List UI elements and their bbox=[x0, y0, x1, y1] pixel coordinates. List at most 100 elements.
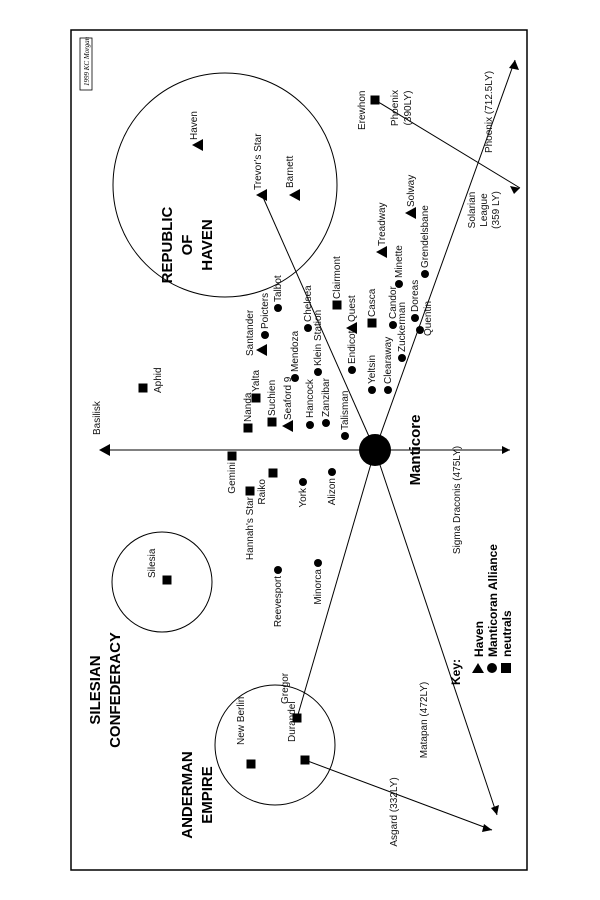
zuckerman-label: Zuckerman bbox=[397, 302, 408, 352]
treadway-marker bbox=[376, 246, 387, 258]
arrow-sigma bbox=[502, 446, 510, 454]
anderman-region-circle bbox=[214, 684, 336, 806]
key-haven-icon bbox=[472, 663, 484, 673]
hannah-s-star-marker bbox=[245, 486, 255, 496]
doreas-marker bbox=[411, 314, 419, 322]
silesia-marker bbox=[162, 575, 172, 585]
route-phoenix-short-label-1: (390LY) bbox=[403, 91, 414, 126]
region-silesia-label-0: SILESIAN bbox=[87, 655, 104, 724]
santander-label: Santander bbox=[245, 309, 256, 356]
route-asgard-label: Asgard (332LY) bbox=[389, 777, 400, 846]
hannah-s-star-label: Hannah's Star bbox=[245, 496, 256, 560]
region-anderman-label-0: ANDERMAN bbox=[179, 751, 196, 839]
candor-label: Candor bbox=[388, 286, 399, 319]
hancock-marker bbox=[306, 421, 314, 429]
manticore-hub-marker bbox=[359, 434, 391, 466]
aphid-marker bbox=[138, 383, 148, 393]
new-berlin-label: New Berlin bbox=[236, 697, 247, 745]
new-berlin-marker bbox=[246, 759, 256, 769]
chelsea-marker bbox=[304, 324, 312, 332]
klein-station-marker bbox=[314, 368, 322, 376]
doreas-label: Doreas bbox=[410, 280, 421, 312]
yeltsin-marker bbox=[368, 386, 376, 394]
arrow-matapan bbox=[491, 805, 499, 815]
route-gregor-line bbox=[296, 449, 376, 719]
endicot-label: Endicot bbox=[347, 330, 358, 364]
route-phoenix-label: Phoenix (712.5LY) bbox=[484, 71, 495, 153]
erewhon-label: Erewhon bbox=[357, 91, 368, 130]
yalta-label: Yalta bbox=[251, 370, 262, 392]
route-solarian-label-1: League bbox=[479, 193, 490, 227]
haven-label: Haven bbox=[189, 111, 200, 140]
barnett-marker bbox=[289, 189, 300, 201]
route-matapan-label: Matapan (472LY) bbox=[419, 682, 430, 759]
route-basilisk-label: Basilisk bbox=[92, 400, 103, 435]
solway-marker bbox=[405, 207, 416, 219]
clearaway-label: Clearaway bbox=[383, 337, 394, 384]
mendoza-label: Mendoza bbox=[290, 330, 301, 372]
mendoza-marker bbox=[291, 374, 299, 382]
casca-label: Casca bbox=[367, 288, 378, 317]
york-label: York bbox=[298, 487, 309, 508]
barnett-label: Barnett bbox=[285, 156, 296, 188]
route-sigma-label: Sigma Draconis (475LY) bbox=[452, 446, 463, 554]
route-phoenix-short-label-0: Phoenix bbox=[390, 90, 401, 126]
zanzibar-marker bbox=[322, 419, 330, 427]
region-anderman-label-1: EMPIRE bbox=[199, 766, 216, 824]
route-phoenix-line bbox=[374, 59, 516, 451]
arrow-solarian bbox=[510, 186, 520, 194]
arrow-phoenix bbox=[509, 60, 519, 70]
haven-region-circle bbox=[112, 72, 338, 298]
minette-label: Minette bbox=[394, 245, 405, 278]
route-arrows bbox=[482, 60, 520, 832]
endicot-marker bbox=[348, 366, 356, 374]
seaford-9-marker bbox=[282, 420, 293, 432]
clearaway-marker bbox=[384, 386, 392, 394]
route-asgard-line bbox=[304, 759, 493, 831]
copyright-box bbox=[79, 37, 93, 91]
key-item-neutral: neutrals bbox=[500, 610, 514, 657]
minorca-marker bbox=[314, 559, 322, 567]
key-neutral-icon bbox=[501, 663, 511, 673]
alizon-label: Alizon bbox=[327, 478, 338, 505]
arrow-asgard bbox=[482, 824, 492, 832]
key-title: Key: bbox=[449, 659, 463, 685]
region-haven-label-2: HAVEN bbox=[199, 219, 216, 270]
minorca-label: Minorca bbox=[313, 569, 324, 605]
yalta-marker bbox=[251, 393, 261, 403]
erewhon-marker bbox=[370, 95, 380, 105]
route-phoenix-short-line bbox=[374, 99, 521, 189]
quentin-marker bbox=[416, 326, 424, 334]
seaford-9-label: Seaford 9 bbox=[283, 376, 294, 420]
minette-marker bbox=[395, 280, 403, 288]
silesia-label: Silesia bbox=[147, 548, 158, 578]
region-haven-label-0: REPUBLIC bbox=[159, 206, 176, 283]
reevesport-label: Reevesport bbox=[273, 576, 284, 627]
route-trevor-line bbox=[261, 194, 376, 451]
solway-label: Solway bbox=[406, 175, 417, 207]
grendelsbane-label: Grendelsbane bbox=[420, 205, 431, 268]
candor-marker bbox=[389, 321, 397, 329]
nanda-marker bbox=[243, 423, 253, 433]
copyright-text: 1999 KC Morgan bbox=[83, 36, 91, 86]
gemini-label: Gemini bbox=[227, 462, 238, 494]
quentin-label: Quentin bbox=[423, 301, 434, 336]
silesia-region-circle bbox=[111, 531, 213, 633]
raiko-label: Raiko bbox=[257, 479, 268, 505]
hancock-label: Hancock bbox=[305, 378, 316, 418]
gemini-marker bbox=[227, 451, 237, 461]
talbot-marker bbox=[274, 304, 282, 312]
clairmont-marker bbox=[332, 300, 342, 310]
key-legend: Key: Haven Manticoran Alliance neutrals bbox=[449, 544, 514, 685]
klein-station-label: Klein Station bbox=[313, 310, 324, 366]
region-haven-label-1: OF bbox=[179, 235, 196, 256]
talisman-marker bbox=[341, 432, 349, 440]
santander-marker bbox=[256, 344, 267, 356]
alizon-marker bbox=[328, 468, 336, 476]
clairmont-label: Clairmont bbox=[332, 256, 343, 299]
poicters-marker bbox=[261, 331, 269, 339]
zuckerman-marker bbox=[398, 354, 406, 362]
suchien-marker bbox=[267, 417, 277, 427]
key-item-alliance: Manticoran Alliance bbox=[486, 544, 500, 657]
